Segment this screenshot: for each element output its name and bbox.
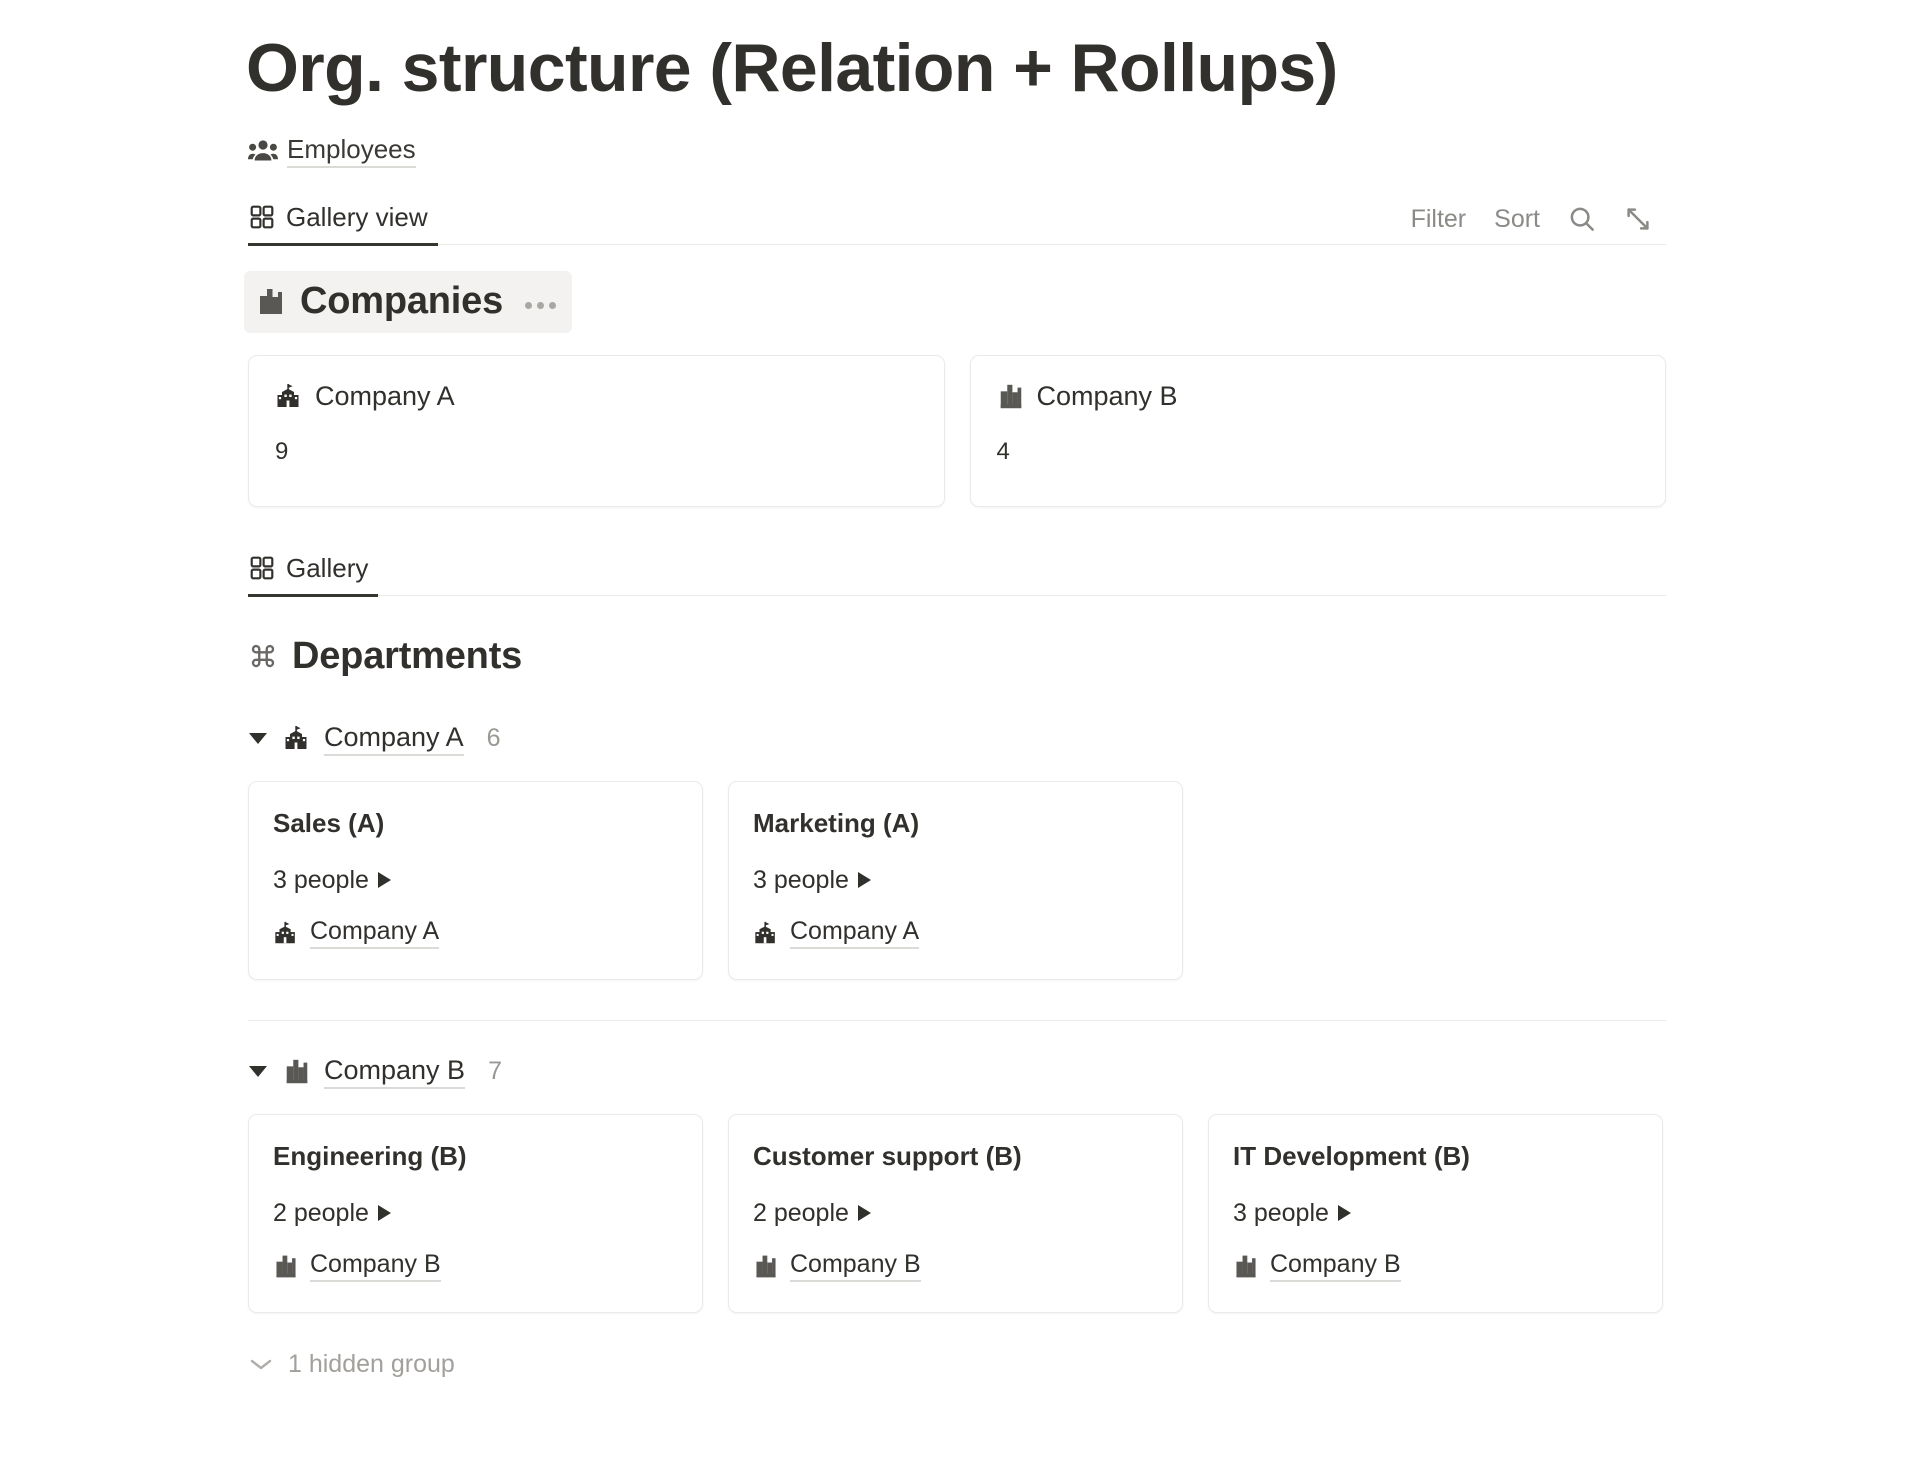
- department-card-relation-label[interactable]: Company B: [310, 1249, 441, 1282]
- tab-gallery[interactable]: Gallery: [248, 553, 379, 597]
- company-card-title-row: Company B: [997, 380, 1640, 412]
- departments-row-company-a: Sales (A) 3 people: [248, 781, 1666, 980]
- department-card[interactable]: Customer support (B) 2 people Company B: [728, 1114, 1183, 1313]
- more-dots-icon[interactable]: [525, 301, 557, 309]
- factory-building-icon: [997, 381, 1025, 411]
- department-card-title: Sales (A): [273, 808, 385, 838]
- breadcrumb[interactable]: Employees: [248, 134, 1666, 168]
- triangle-down-icon[interactable]: [248, 1060, 270, 1082]
- section-title-companies: Companies: [300, 280, 504, 322]
- view-tabs-top: Gallery view: [248, 190, 456, 246]
- filter-button[interactable]: Filter: [1410, 205, 1467, 233]
- view-toolbar-top: Gallery view Filter Sort: [248, 190, 1666, 246]
- company-card-title: Company B: [1036, 381, 1178, 411]
- department-card-relation-label[interactable]: Company B: [1270, 1249, 1401, 1282]
- section-title-departments: Departments: [292, 635, 523, 677]
- department-card-relation[interactable]: Company B: [1233, 1249, 1638, 1282]
- department-card[interactable]: Marketing (A) 3 people: [728, 781, 1183, 980]
- view-tools: Filter Sort: [1397, 202, 1666, 244]
- department-card-people[interactable]: 3 people: [753, 865, 1158, 895]
- department-card-people-label: 3 people: [273, 866, 369, 894]
- departments-row-company-b: Engineering (B) 2 people Company B: [248, 1114, 1666, 1313]
- breadcrumb-label[interactable]: Employees: [287, 134, 416, 168]
- department-card-relation[interactable]: Company A: [753, 916, 1158, 949]
- page-title: Org. structure (Relation + Rollups): [246, 30, 1338, 106]
- tab-gallery-view-label: Gallery view: [286, 202, 428, 232]
- department-card-relation-label[interactable]: Company B: [790, 1249, 921, 1282]
- department-card[interactable]: IT Development (B) 3 people Company B: [1208, 1114, 1663, 1313]
- department-card-people[interactable]: 3 people: [1233, 1198, 1638, 1228]
- triangle-right-icon[interactable]: [857, 1205, 871, 1221]
- chevron-down-icon[interactable]: [248, 1355, 274, 1373]
- school-building-icon: [273, 920, 299, 946]
- group-name[interactable]: Company A: [324, 721, 464, 756]
- sort-button[interactable]: Sort: [1494, 205, 1540, 233]
- group-header-company-b[interactable]: Company B 7: [248, 1049, 1666, 1093]
- triangle-right-icon[interactable]: [377, 1205, 391, 1221]
- company-card-title-row: Company A: [275, 380, 918, 412]
- department-card-title: IT Development (B): [1233, 1141, 1470, 1171]
- department-card-people-label: 3 people: [1233, 1199, 1329, 1227]
- group-count: 6: [486, 724, 501, 752]
- company-card-count: 9: [275, 438, 289, 465]
- triangle-down-icon[interactable]: [248, 727, 270, 749]
- school-building-icon: [283, 724, 311, 752]
- group-name[interactable]: Company B: [324, 1054, 466, 1089]
- view-toolbar-bottom: Gallery: [248, 541, 1666, 597]
- factory-building-icon: [273, 1252, 299, 1280]
- triangle-right-icon[interactable]: [377, 872, 391, 888]
- department-card-relation-label[interactable]: Company A: [790, 916, 920, 949]
- command-icon: [248, 641, 278, 671]
- search-icon[interactable]: [1554, 202, 1610, 236]
- department-card-relation[interactable]: Company B: [753, 1249, 1158, 1282]
- department-card-people-label: 2 people: [273, 1199, 369, 1227]
- department-card-relation[interactable]: Company A: [273, 916, 678, 949]
- department-card-people-label: 3 people: [753, 866, 849, 894]
- tab-gallery-label: Gallery: [286, 553, 369, 583]
- people-group-icon: [248, 138, 278, 164]
- department-card[interactable]: Engineering (B) 2 people Company B: [248, 1114, 703, 1313]
- company-card[interactable]: Company B 4: [969, 355, 1666, 507]
- gallery-grid-icon: [249, 555, 275, 581]
- department-card-relation[interactable]: Company B: [273, 1249, 678, 1282]
- expand-diagonal-icon[interactable]: [1610, 202, 1666, 236]
- group-count: 7: [488, 1057, 502, 1085]
- triangle-right-icon[interactable]: [857, 872, 871, 888]
- factory-building-icon: [256, 285, 286, 317]
- company-card-count: 4: [996, 438, 1010, 465]
- school-building-icon: [753, 920, 779, 946]
- department-card[interactable]: Sales (A) 3 people: [248, 781, 703, 980]
- triangle-right-icon[interactable]: [1337, 1205, 1351, 1221]
- gallery-grid-icon: [249, 204, 275, 230]
- department-card-relation-label[interactable]: Company A: [310, 916, 440, 949]
- school-building-icon: [275, 382, 303, 410]
- company-card[interactable]: Company A 9: [248, 355, 945, 507]
- factory-building-icon: [753, 1252, 779, 1280]
- hidden-group-label: 1 hidden group: [288, 1350, 455, 1378]
- view-tabs-bottom: Gallery: [248, 541, 396, 597]
- factory-building-icon: [283, 1056, 311, 1086]
- group-divider: [248, 1020, 1666, 1021]
- department-card-people[interactable]: 2 people: [273, 1198, 678, 1228]
- company-card-title: Company A: [315, 381, 455, 411]
- department-card-title: Customer support (B): [753, 1141, 1022, 1171]
- department-card-title: Engineering (B): [273, 1141, 467, 1171]
- department-card-people[interactable]: 2 people: [753, 1198, 1158, 1228]
- factory-building-icon: [1233, 1252, 1259, 1280]
- tab-gallery-view[interactable]: Gallery view: [248, 202, 438, 246]
- department-card-title: Marketing (A): [753, 808, 920, 838]
- section-header-companies[interactable]: Companies: [244, 271, 573, 333]
- companies-card-row: Company A 9 Company B 4: [248, 355, 1666, 507]
- group-header-company-a[interactable]: Company A 6: [248, 716, 1666, 760]
- hidden-group-toggle[interactable]: 1 hidden group: [248, 1349, 1666, 1379]
- department-card-people-label: 2 people: [753, 1199, 849, 1227]
- department-card-people[interactable]: 3 people: [273, 865, 678, 895]
- section-header-departments: Departments: [248, 626, 538, 688]
